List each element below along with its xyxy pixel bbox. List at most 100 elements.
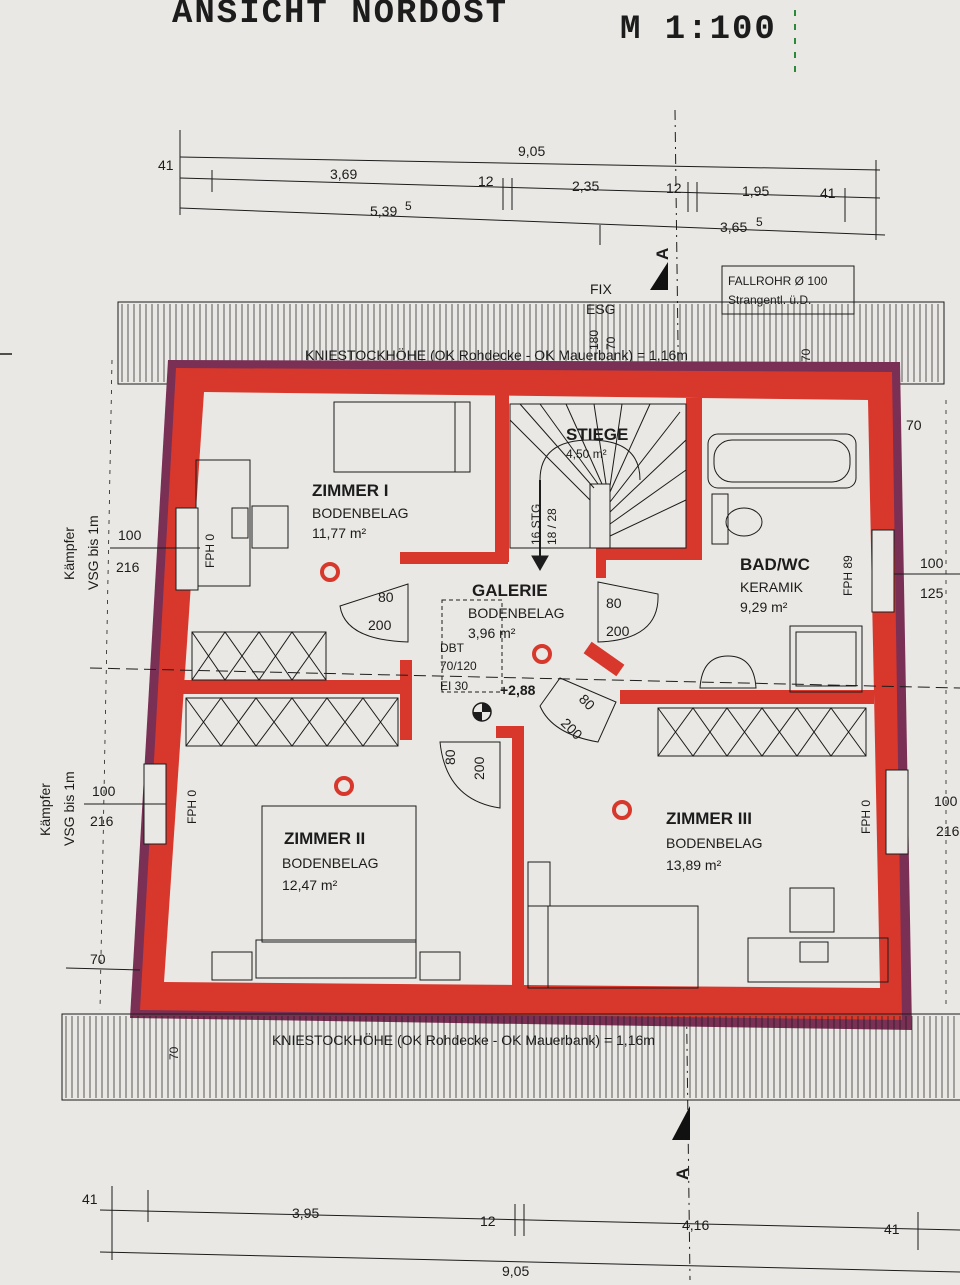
room-zimmer2-area: 12,47 m² <box>282 877 338 893</box>
left-window1-100: 100 <box>118 527 142 543</box>
kaempfer-label-2: Kämpfer <box>37 783 53 836</box>
vsg-label-1: VSG bis 1m <box>85 515 101 590</box>
svg-text:80: 80 <box>442 749 458 765</box>
left-70-line <box>65 967 141 971</box>
room-stiege-name: STIEGE <box>566 425 628 444</box>
dim-bottom-395: 3,95 <box>292 1205 319 1221</box>
sheet-scale: M 1:100 <box>620 11 777 49</box>
room-zimmer3-area: 13,89 m² <box>666 857 722 873</box>
fph0-zimmer1: FPH 0 <box>203 534 217 568</box>
svg-text:200: 200 <box>606 623 630 639</box>
wardrobe-zimmer2 <box>185 697 399 747</box>
dbt-size-label: 70/120 <box>440 659 477 673</box>
left-window2-216: 216 <box>90 813 114 829</box>
bed-zimmer1 <box>333 401 471 473</box>
dim-top-41-right: 41 <box>820 185 836 201</box>
dim-top-195: 1,95 <box>742 183 769 199</box>
section-label-bottom: A <box>673 1168 692 1180</box>
staircase <box>509 403 687 572</box>
sheet-title: ANSICHT NORDOST <box>172 0 508 33</box>
level-label: +2,88 <box>500 682 536 698</box>
right-window1-100: 100 <box>920 555 944 571</box>
kniestock-note-bottom: KNIESTOCKHÖHE (OK Rohdecke - OK Mauerban… <box>272 1031 655 1048</box>
kaempfer-label-1: Kämpfer <box>61 527 77 580</box>
room-zimmer2-name: ZIMMER II <box>284 829 365 848</box>
dim-70-bottom-eave: 70 <box>167 1046 181 1060</box>
room-zimmer3-floor: BODENBELAG <box>666 835 762 851</box>
desk-zimmer3 <box>747 887 889 983</box>
section-line-a <box>674 109 691 1281</box>
esg-note: ESG <box>586 301 616 317</box>
room-galerie-name: GALERIE <box>472 581 548 600</box>
right-70-label: 70 <box>906 417 922 433</box>
dim-bottom-41-right: 41 <box>884 1221 900 1237</box>
door-swings <box>339 581 659 809</box>
bed-zimmer3 <box>527 861 699 989</box>
interior-walls <box>180 392 874 992</box>
fph89-bad: FPH 89 <box>841 555 855 596</box>
room-stiege-area: 4,50 m² <box>566 447 607 461</box>
wardrobe-zimmer1 <box>191 631 327 681</box>
dim-bottom-41-left: 41 <box>82 1191 98 1207</box>
dim-bottom-12: 12 <box>480 1213 496 1229</box>
room-bad-name: BAD/WC <box>740 555 810 574</box>
ceiling-lights <box>320 562 632 820</box>
grid-line-left <box>99 359 113 1011</box>
room-zimmer1-area: 11,77 m² <box>312 525 367 541</box>
top-dimension-chain <box>179 130 886 245</box>
vsg-label-2: VSG bis 1m <box>61 771 77 846</box>
right-window1-125: 125 <box>920 585 944 601</box>
dim-bottom-total: 9,05 <box>502 1263 529 1279</box>
section-arrow-bottom <box>672 1106 690 1140</box>
dim-180: 180 <box>587 330 601 350</box>
room-zimmer3-name: ZIMMER III <box>666 809 752 828</box>
bathroom-fixtures <box>699 433 863 693</box>
svg-text:200: 200 <box>368 617 392 633</box>
dim-top-365: 3,65 <box>720 219 747 235</box>
dim-top-total: 9,05 <box>518 143 545 159</box>
dim-top-539: 5,39 <box>370 203 397 219</box>
wardrobe-zimmer3 <box>657 707 867 757</box>
ei-label: EI 30 <box>440 679 468 693</box>
left-70-label: 70 <box>90 951 106 967</box>
dim-top-12a: 12 <box>478 173 494 189</box>
dim-top-235: 2,35 <box>572 178 599 194</box>
fph0-zimmer2: FPH 0 <box>185 790 199 824</box>
bed-zimmer2 <box>211 805 461 981</box>
room-galerie-area: 3,96 m² <box>468 625 516 641</box>
room-zimmer1-floor: BODENBELAG <box>312 505 408 521</box>
svg-text:80: 80 <box>606 595 622 611</box>
fph0-zimmer3: FPH 0 <box>859 800 873 834</box>
dbt-label: DBT <box>440 641 465 655</box>
chimney-symbol <box>472 702 492 722</box>
room-bad-floor: KERAMIK <box>740 579 804 595</box>
svg-text:80: 80 <box>378 589 394 605</box>
dim-70-eave-right: 70 <box>799 348 813 362</box>
fallrohr-line2: Strangentl. ü.D. <box>728 293 811 307</box>
section-arrow-top <box>650 262 668 290</box>
svg-text:200: 200 <box>471 756 487 780</box>
room-zimmer1-name: ZIMMER I <box>312 481 389 500</box>
center-line-horizontal <box>89 667 960 689</box>
stair-ratio-label: 18 / 28 <box>545 508 559 545</box>
stair-steps-label: 16 STG <box>529 504 543 545</box>
fallrohr-line1: FALLROHR Ø 100 <box>728 274 828 288</box>
dim-top-539-sup: 5 <box>405 199 412 213</box>
bottom-dimension-chain <box>99 1186 960 1273</box>
left-window1-216: 216 <box>116 559 140 575</box>
section-label-top: A <box>653 248 672 260</box>
dim-top-369: 3,69 <box>330 166 357 182</box>
dim-bottom-416: 4,16 <box>682 1217 709 1233</box>
right-window2-216: 216 <box>936 823 960 839</box>
room-zimmer2-floor: BODENBELAG <box>282 855 378 871</box>
fix-note: FIX <box>590 281 612 297</box>
room-bad-area: 9,29 m² <box>740 599 788 615</box>
kniestock-note-top: KNIESTOCKHÖHE (OK Rohdecke - OK Mauerban… <box>305 346 688 363</box>
galerie-opening <box>441 599 503 693</box>
room-galerie-floor: BODENBELAG <box>468 605 564 621</box>
dim-top-12b: 12 <box>666 180 682 196</box>
dim-70-eave: 70 <box>604 336 618 350</box>
dim-top-365-sup: 5 <box>756 215 763 229</box>
dim-top-41-left: 41 <box>158 157 174 173</box>
